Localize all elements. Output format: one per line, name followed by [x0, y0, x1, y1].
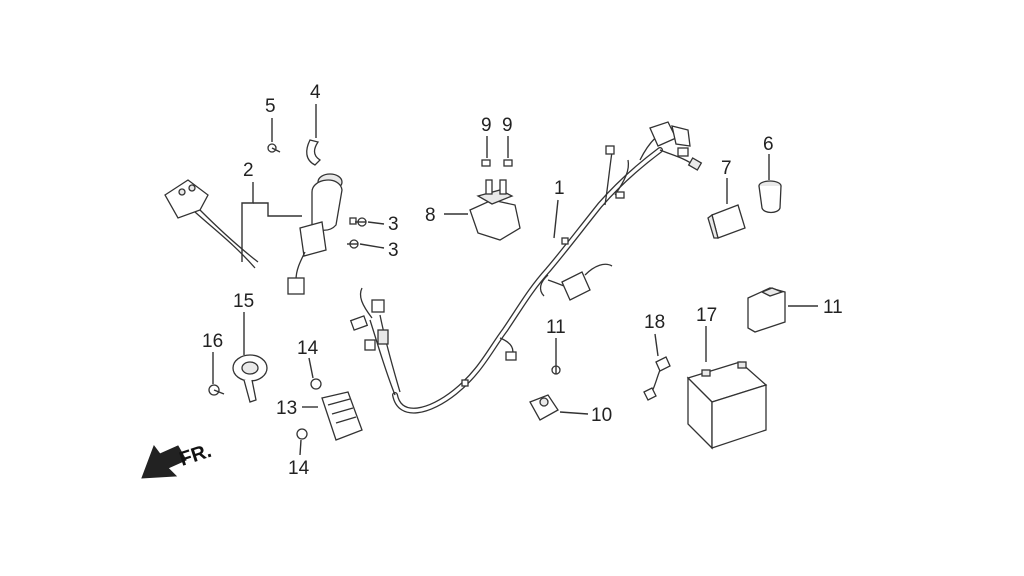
callout-9-left: 9: [481, 115, 492, 136]
callout-7: 7: [721, 158, 732, 179]
callout-8: 8: [425, 205, 436, 226]
horn-part: [232, 354, 268, 403]
callout-4: 4: [310, 82, 321, 103]
screw-parts-3: [347, 217, 367, 249]
callout-2: 2: [243, 160, 254, 181]
callout-11-right: 11: [823, 297, 843, 318]
regulator-part: [321, 391, 363, 441]
callout-18: 18: [644, 312, 665, 333]
screw-part-11: [551, 362, 561, 375]
rubber-cover-part: [707, 204, 746, 239]
callout-14-lower: 14: [288, 458, 310, 479]
callout-6: 6: [763, 134, 774, 155]
callout-11-lower: 11: [546, 317, 566, 338]
sensor-part: [529, 394, 559, 421]
ignition-switch-part: [164, 173, 357, 295]
wire-harness-part: [349, 121, 703, 414]
callout-5: 5: [265, 96, 276, 117]
bolt-part: [208, 384, 225, 396]
callout-3-lower: 3: [388, 240, 399, 261]
callout-13: 13: [276, 398, 297, 419]
front-direction-indicator: FR.: [141, 440, 214, 479]
screw-part-5: [267, 143, 281, 153]
callout-17: 17: [696, 305, 717, 326]
arrow-left-icon: [141, 444, 187, 479]
control-module-part: [747, 287, 786, 333]
fuse-parts: [481, 159, 513, 167]
leader-lines: [212, 104, 818, 456]
screw-parts-14: [296, 378, 322, 440]
callout-1: 1: [554, 178, 565, 199]
callout-9-right: 9: [502, 115, 513, 136]
fuse-holder-part: [643, 356, 671, 401]
callout-10: 10: [591, 405, 612, 426]
front-label: FR.: [177, 440, 214, 471]
battery-part: [686, 361, 768, 450]
callout-3-upper: 3: [388, 214, 399, 235]
cap-part: [758, 180, 782, 214]
callout-14-upper: 14: [297, 338, 319, 359]
clip-part: [306, 139, 322, 166]
callout-15: 15: [233, 291, 254, 312]
callout-16: 16: [202, 331, 223, 352]
callout-labels: 1 2 3 3 4 5 6 7 8 9 9 10 11 11 13 14 14 …: [202, 82, 843, 479]
relay-part: [469, 179, 521, 241]
